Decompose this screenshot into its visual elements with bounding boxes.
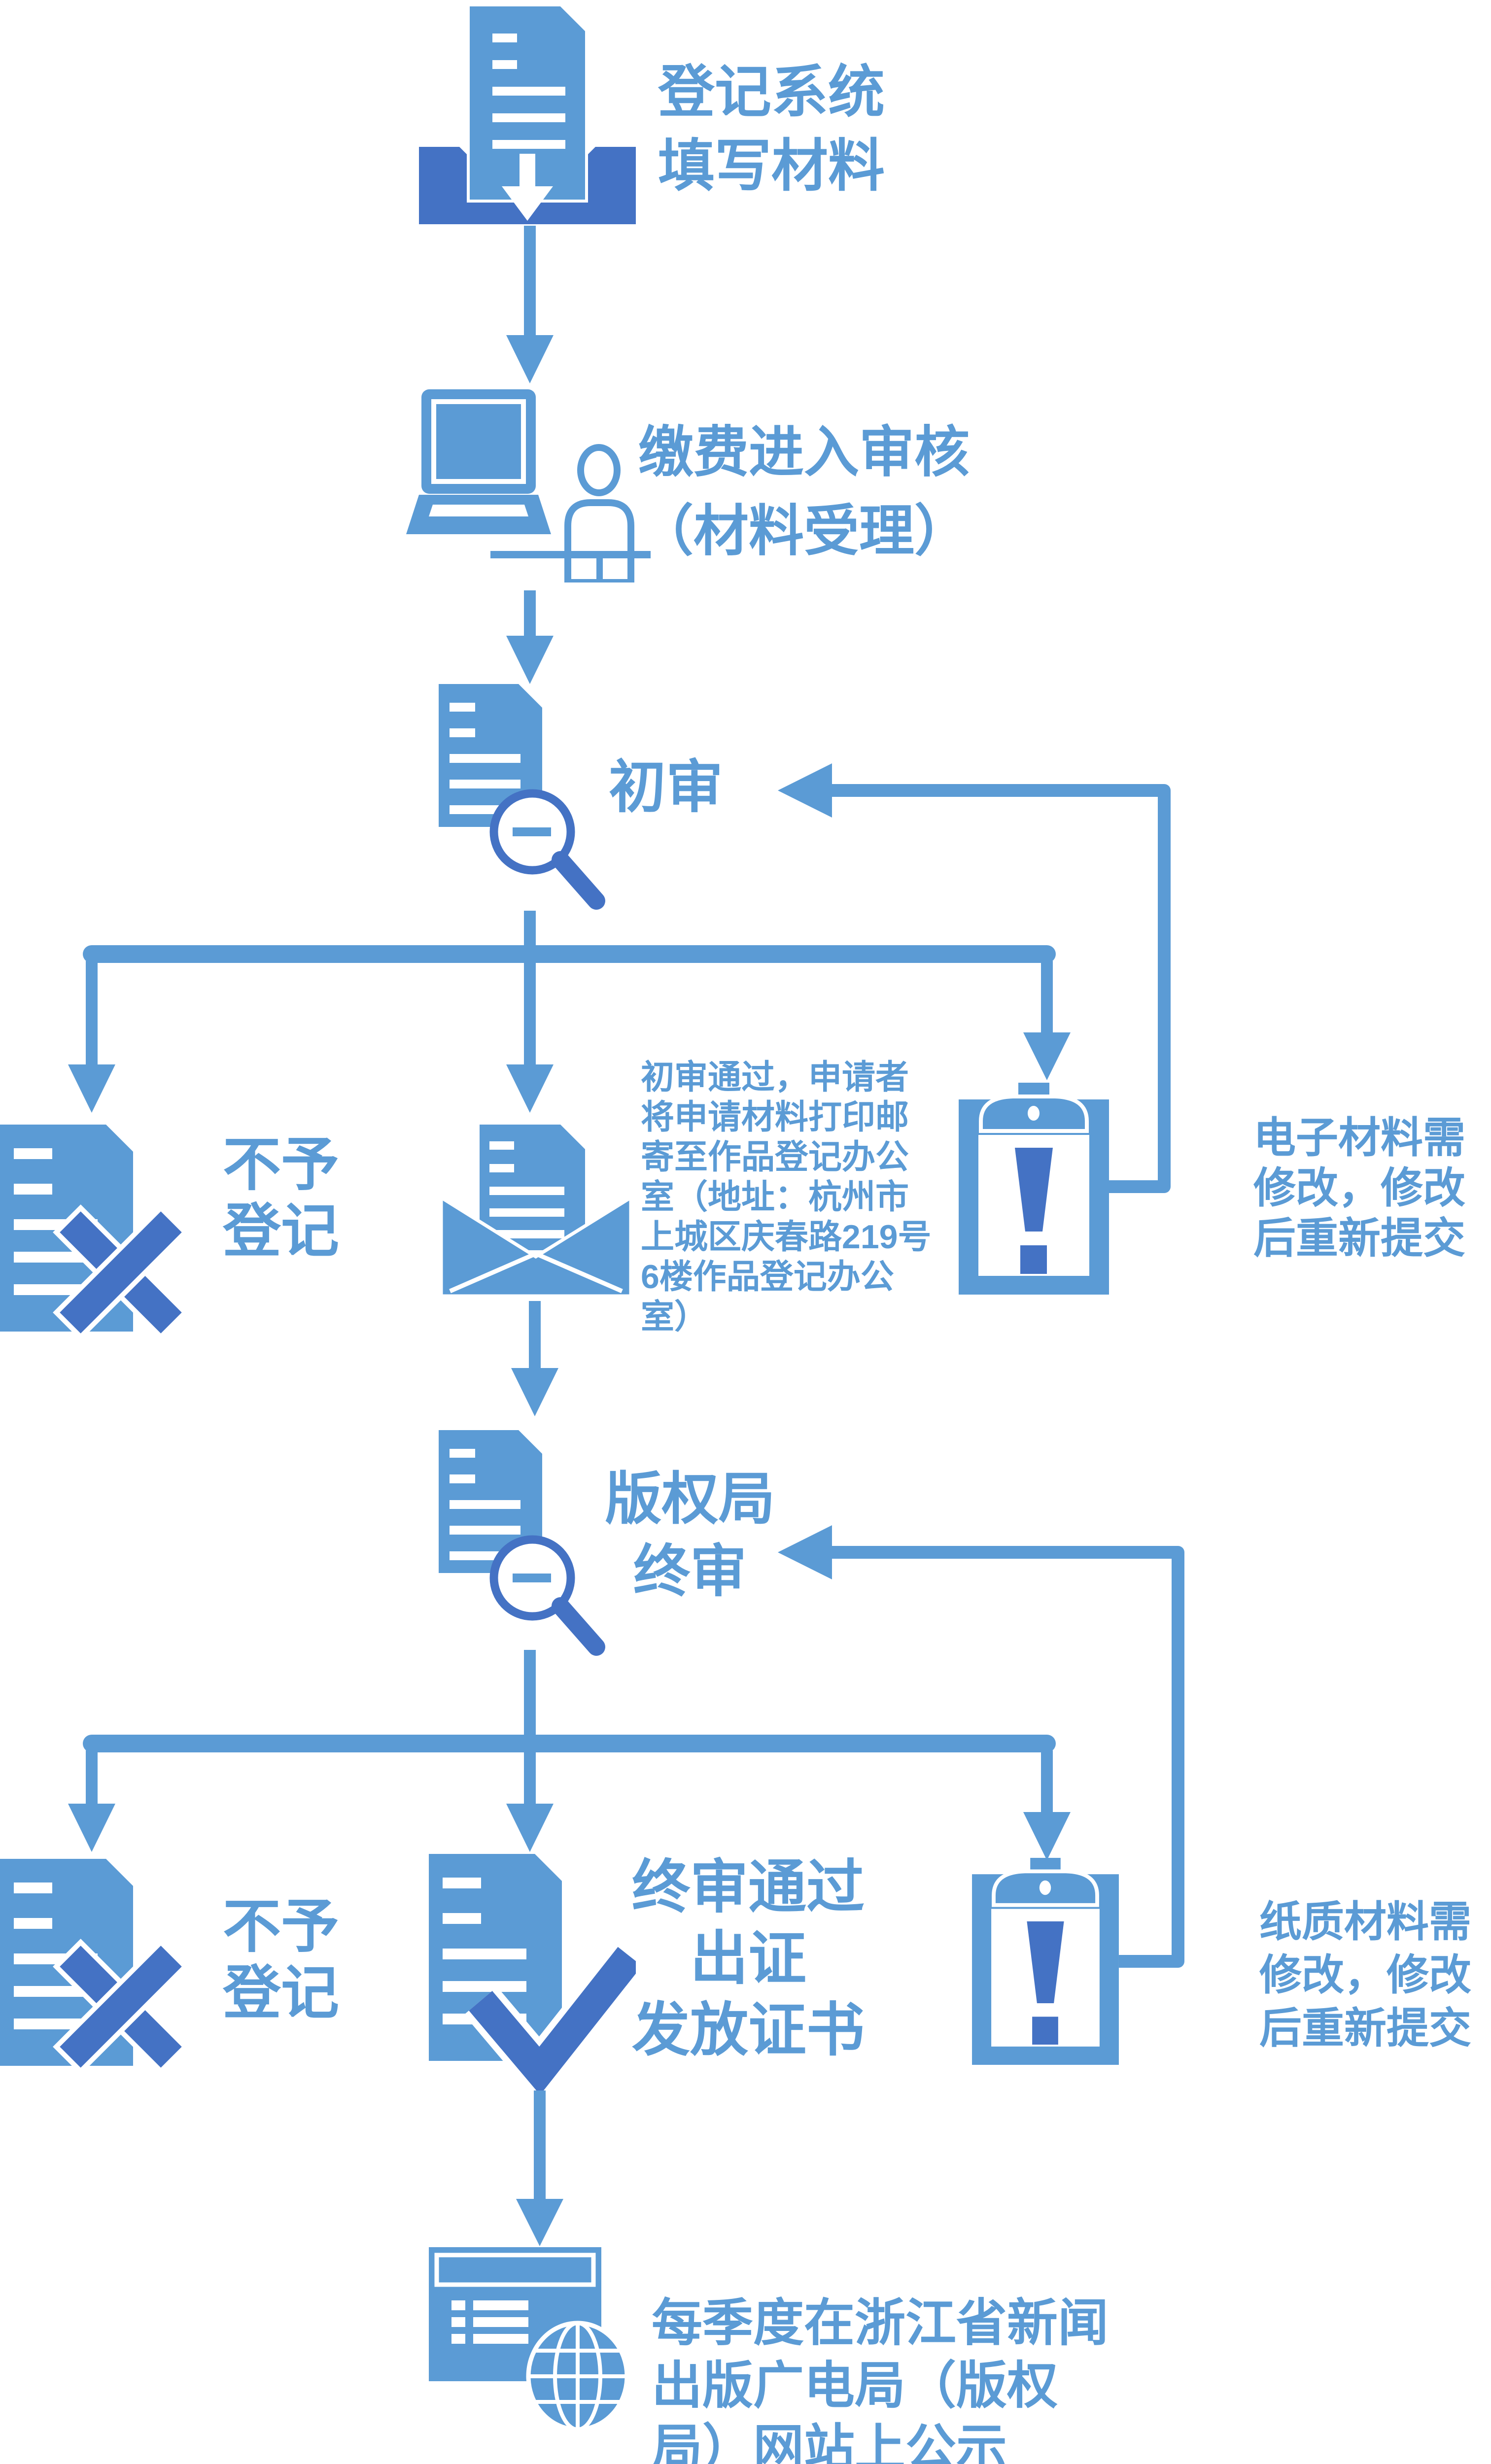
browser-globe-icon xyxy=(429,2247,629,2432)
document-x-icon xyxy=(0,1859,189,2075)
feedback-loop-2 xyxy=(778,1525,1184,1968)
branch2-connector xyxy=(68,1650,1071,1860)
step4-label-line2: 终审 xyxy=(633,1540,747,1603)
document-x-icon xyxy=(0,1125,189,1340)
clipboard-alert-icon xyxy=(959,1083,1109,1295)
arrow-envelope-to-step4 xyxy=(511,1301,558,1416)
branch2-rejected-label: 不予 登记 xyxy=(223,1894,340,2026)
step1-label: 登记系统 填写材料 xyxy=(658,55,885,203)
step1-label-line1: 登记系统 xyxy=(658,61,885,124)
arrow-check-to-step5 xyxy=(516,2067,563,2246)
step2-label-line1: 缴费进入审核 xyxy=(638,421,970,483)
step2-label-line2: （材料受理） xyxy=(638,500,970,562)
arrow-step1-to-step2 xyxy=(506,226,554,383)
laptop-person-icon xyxy=(406,389,651,582)
step3-label-text: 初审 xyxy=(609,755,723,819)
step4-label-line1: 版权局 xyxy=(605,1468,775,1531)
step3-label: 初审 xyxy=(609,747,723,827)
step4-label: 版权局 终审 xyxy=(587,1463,794,1608)
rejected-label-line2: 登记 xyxy=(223,1199,340,1264)
step2-label: 缴费进入审核 （材料受理） xyxy=(638,413,970,571)
arrow-step2-to-step3 xyxy=(506,590,554,684)
document-inbox-icon xyxy=(419,5,636,224)
document-check-icon xyxy=(429,1854,636,2090)
branch1-passed-note: 初审通过，申请者 将申请材料打印邮 寄至作品登记办公 室（地址：杭州市 上城区庆… xyxy=(641,1059,932,1335)
clipboard-alert-icon xyxy=(972,1858,1119,2065)
feedback-loop-1 xyxy=(778,763,1171,1193)
branch1-rejected-label: 不予 登记 xyxy=(223,1132,339,1265)
branch2-revision-note: 纸质材料需 修改，修改 后重新提交 xyxy=(1259,1898,1471,2052)
rejected-label-line1: 不予 xyxy=(223,1132,340,1198)
branch1-connector xyxy=(68,911,1071,1113)
branch1-revision-note: 电子材料需 修改，修改 后重新提交 xyxy=(1253,1114,1465,1262)
branch2-passed-label: 终审通过 出证 发放证书 xyxy=(631,1855,865,2063)
step5-label: 每季度在浙江省新闻 出版广电局（版权 局）网站上公示 xyxy=(652,2294,1109,2464)
document-magnifier-icon xyxy=(439,684,605,910)
step1-label-line2: 填写材料 xyxy=(658,135,885,198)
envelope-letter-icon xyxy=(441,1125,631,1297)
document-magnifier-icon xyxy=(439,1430,605,1656)
